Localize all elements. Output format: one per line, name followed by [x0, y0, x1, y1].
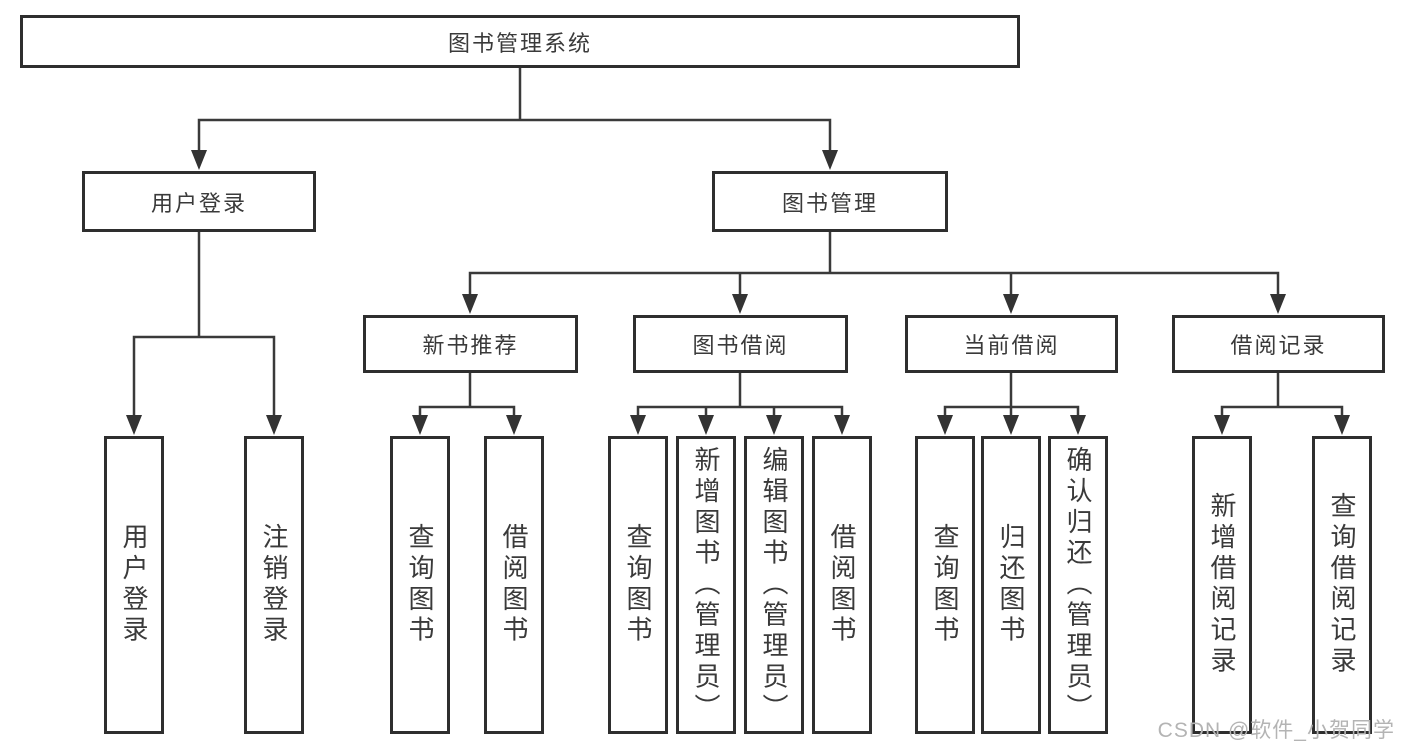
leaf-borrow-books-recommend-label: 借阅图书 — [499, 523, 529, 647]
node-current-borrow-label: 当前借阅 — [963, 333, 1060, 358]
leaf-query-books-recommend: 查询图书 — [390, 436, 450, 734]
leaf-add-borrow-record-label: 新增借阅记录 — [1207, 492, 1237, 678]
node-new-book-recommend: 新书推荐 — [363, 315, 578, 373]
leaf-confirm-return-admin-label: 确认归还（管理员） — [1063, 445, 1093, 725]
node-borrow-records-label: 借阅记录 — [1230, 333, 1327, 358]
watermark: CSDN @软件_小贺同学 — [1157, 719, 1395, 742]
edge-newbook-to-leaves — [418, 371, 516, 419]
leaf-query-books-recommend-label: 查询图书 — [405, 523, 435, 647]
arrow-down-icon — [1070, 415, 1086, 435]
node-user-login-label: 用户登录 — [150, 190, 247, 216]
arrowheads — [126, 150, 1350, 435]
leaf-query-books-current: 查询图书 — [915, 436, 975, 734]
leaf-query-books-current-label: 查询图书 — [930, 523, 960, 647]
leaf-borrow-books-label: 借阅图书 — [827, 523, 857, 647]
leaf-logout-label: 注销登录 — [259, 523, 289, 647]
leaf-confirm-return-admin: 确认归还（管理员） — [1048, 436, 1108, 734]
arrow-down-icon — [822, 150, 838, 170]
leaf-query-books-borrow: 查询图书 — [608, 436, 668, 734]
node-root: 图书管理系统 — [20, 15, 1020, 68]
edge-bookmgmt-to-level3 — [468, 230, 1280, 298]
arrow-down-icon — [1270, 294, 1286, 314]
leaf-return-books: 归还图书 — [981, 436, 1041, 734]
arrow-down-icon — [698, 415, 714, 435]
arrow-down-icon — [412, 415, 428, 435]
arrow-down-icon — [937, 415, 953, 435]
arrow-down-icon — [506, 415, 522, 435]
edge-borrowrecords-to-leaves — [1220, 371, 1344, 419]
arrow-down-icon — [1334, 415, 1350, 435]
edge-root-to-level2 — [197, 66, 832, 154]
node-new-book-recommend-label: 新书推荐 — [422, 333, 519, 358]
node-current-borrow: 当前借阅 — [905, 315, 1118, 373]
leaf-add-books-admin-label: 新增图书（管理员） — [691, 445, 721, 725]
node-user-login: 用户登录 — [82, 171, 316, 232]
arrow-down-icon — [834, 415, 850, 435]
arrow-down-icon — [766, 415, 782, 435]
arrow-down-icon — [732, 294, 748, 314]
leaf-borrow-books: 借阅图书 — [812, 436, 872, 734]
leaf-edit-books-admin-label: 编辑图书（管理员） — [759, 445, 789, 725]
arrow-down-icon — [462, 294, 478, 314]
arrow-down-icon — [1003, 294, 1019, 314]
leaf-query-borrow-record: 查询借阅记录 — [1312, 436, 1372, 734]
arrow-down-icon — [1214, 415, 1230, 435]
arrow-down-icon — [191, 150, 207, 170]
edge-bookborrow-to-leaves — [636, 371, 844, 419]
leaf-borrow-books-recommend: 借阅图书 — [484, 436, 544, 734]
leaf-user-login: 用户登录 — [104, 436, 164, 734]
node-book-borrow: 图书借阅 — [633, 315, 848, 373]
leaf-logout: 注销登录 — [244, 436, 304, 734]
leaf-query-books-borrow-label: 查询图书 — [623, 523, 653, 647]
leaf-add-borrow-record: 新增借阅记录 — [1192, 436, 1252, 734]
leaf-add-books-admin: 新增图书（管理员） — [676, 436, 736, 734]
node-book-borrow-label: 图书借阅 — [692, 333, 789, 358]
node-borrow-records: 借阅记录 — [1172, 315, 1385, 373]
edge-currentborrow-to-leaves — [943, 371, 1080, 419]
node-book-management: 图书管理 — [712, 171, 948, 232]
leaf-return-books-label: 归还图书 — [996, 523, 1026, 647]
arrow-down-icon — [266, 415, 282, 435]
arrow-down-icon — [630, 415, 646, 435]
leaf-edit-books-admin: 编辑图书（管理员） — [744, 436, 804, 734]
node-root-label: 图书管理系统 — [447, 30, 592, 56]
leaf-query-borrow-record-label: 查询借阅记录 — [1327, 492, 1357, 678]
node-book-management-label: 图书管理 — [781, 190, 878, 216]
arrow-down-icon — [126, 415, 142, 435]
edge-userlogin-to-leaves — [132, 230, 276, 419]
arrow-down-icon — [1003, 415, 1019, 435]
leaf-user-login-label: 用户登录 — [119, 523, 149, 647]
